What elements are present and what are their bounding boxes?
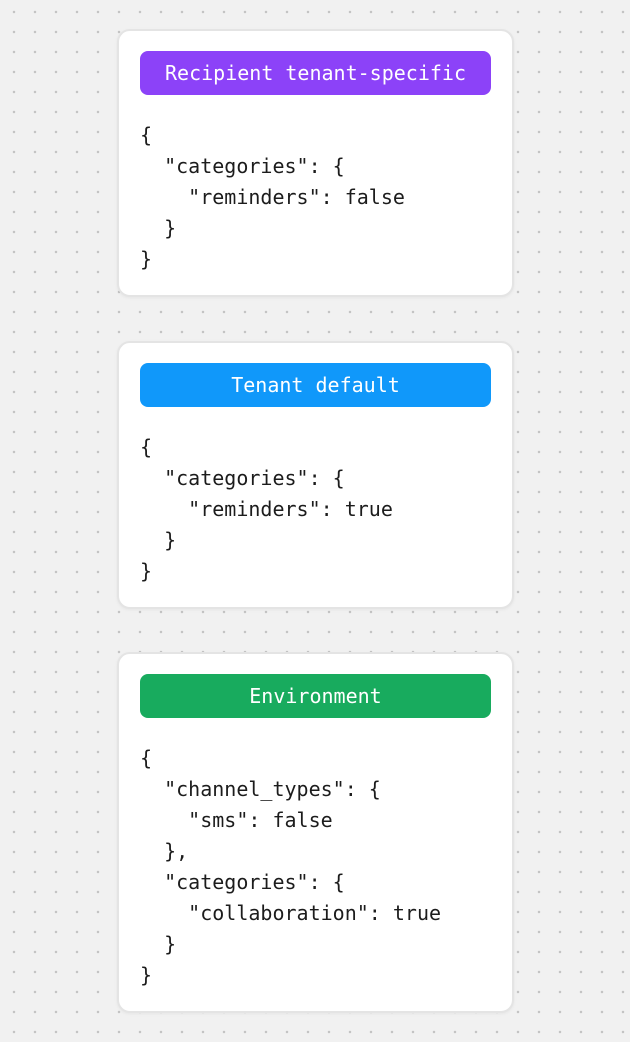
badge-label: Tenant default	[231, 373, 400, 397]
badge-label: Recipient tenant-specific	[164, 61, 467, 85]
badge-recipient-tenant-specific: Recipient tenant-specific	[140, 51, 491, 95]
json-code-recipient-tenant-specific: { "categories": { "reminders": false } }	[140, 123, 405, 271]
card-tenant-default: Tenant default { "categories": { "remind…	[117, 341, 514, 609]
card-recipient-tenant-specific: Recipient tenant-specific { "categories"…	[117, 29, 514, 297]
json-code-tenant-default: { "categories": { "reminders": true } }	[140, 435, 393, 583]
badge-label: Environment	[249, 684, 382, 708]
badge-environment: Environment	[140, 674, 491, 718]
card-environment: Environment { "channel_types": { "sms": …	[117, 652, 514, 1013]
badge-tenant-default: Tenant default	[140, 363, 491, 407]
json-code-environment: { "channel_types": { "sms": false }, "ca…	[140, 746, 442, 987]
